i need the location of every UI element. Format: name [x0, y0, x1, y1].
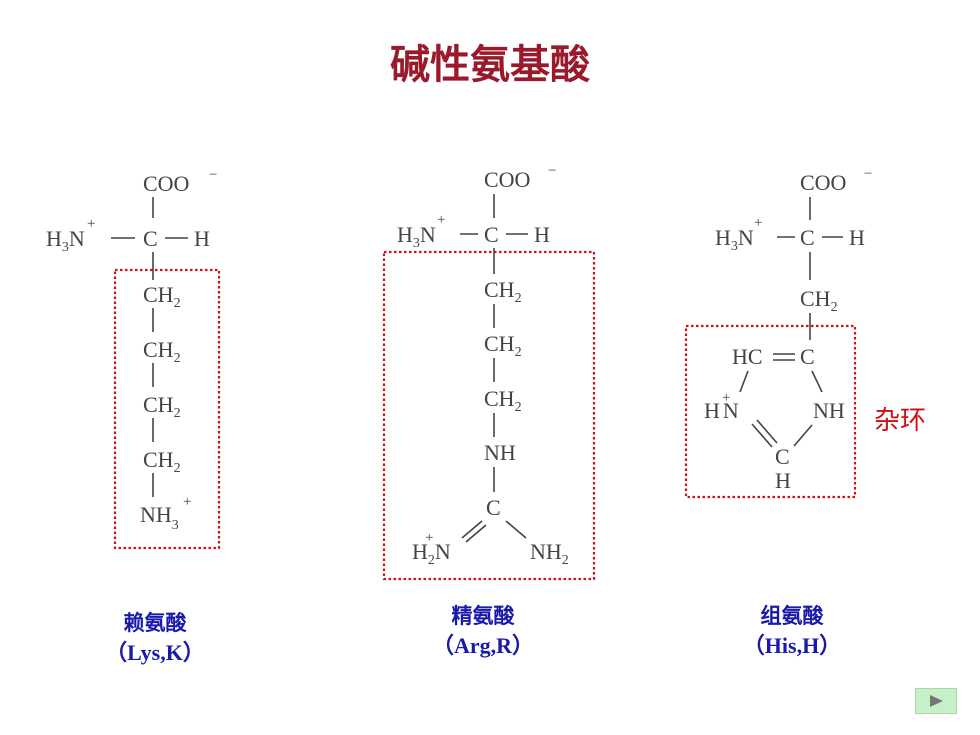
- play-icon: [930, 695, 943, 707]
- his-ring-hc: HC: [732, 344, 763, 369]
- his-n-charge: +: [754, 215, 762, 231]
- lysine-name: 赖氨酸: [123, 611, 187, 635]
- arginine-structure: COO − H3N + C H CH2 CH2 CH2 NH C H2N + N…: [382, 163, 596, 581]
- lys-ch2-3: CH2: [143, 392, 181, 421]
- histidine-label: 组氨酸 （His,H）: [692, 601, 892, 661]
- arg-h: H: [534, 222, 550, 247]
- slide-title: 碱性氨基酸: [390, 42, 590, 88]
- histidine-name: 组氨酸: [760, 604, 824, 628]
- arg-c-guanidino: C: [486, 495, 501, 520]
- arg-coo: COO: [484, 167, 530, 192]
- lys-nh3-charge: +: [183, 494, 191, 510]
- arginine-abbr: （Arg,R）: [431, 633, 535, 658]
- his-coo: COO: [800, 170, 846, 195]
- arg-nh2: NH2: [530, 539, 569, 568]
- lys-side-chain-box: [113, 268, 221, 550]
- histidine-abbr: （His,H）: [742, 633, 842, 658]
- lys-c-alpha: C: [143, 226, 158, 251]
- his-ring-c2: C: [775, 444, 790, 469]
- lys-n-charge: +: [87, 216, 95, 232]
- lysine-abbr: （Lys,K）: [105, 640, 205, 665]
- his-ring-c: C: [800, 344, 815, 369]
- arg-n-plus: +: [425, 530, 433, 546]
- next-slide-button[interactable]: [915, 688, 957, 714]
- his-ring-c2-h: H: [775, 468, 791, 493]
- lys-ch2-1: CH2: [143, 282, 181, 311]
- lys-coo-charge: −: [209, 167, 217, 183]
- lys-ch2-2: CH2: [143, 337, 181, 366]
- lys-h3n: H3N: [46, 226, 85, 255]
- arginine-label: 精氨酸 （Arg,R）: [383, 601, 583, 661]
- arg-ch2-1: CH2: [484, 277, 522, 306]
- arginine-name: 精氨酸: [451, 604, 515, 628]
- arg-coo-charge: −: [548, 163, 556, 179]
- arg-ch2-2: CH2: [484, 331, 522, 360]
- lysine-structure: COO − H3N + C H CH2 CH2 CH2 CH2 NH3 +: [46, 167, 221, 550]
- arg-h2n: H2N: [412, 539, 451, 568]
- arg-n-charge: +: [437, 212, 445, 228]
- his-h3n: H3N: [715, 225, 754, 254]
- lys-coo: COO: [143, 171, 189, 196]
- his-ch2: CH2: [800, 286, 838, 315]
- arg-side-chain-box: [382, 250, 596, 581]
- his-ring-n-charge: +: [722, 390, 730, 406]
- his-coo-charge: −: [864, 166, 872, 182]
- his-c-alpha: C: [800, 225, 815, 250]
- arg-ch2-3: CH2: [484, 386, 522, 415]
- his-ring-nh: NH: [813, 398, 845, 423]
- lys-nh3: NH3: [140, 502, 179, 533]
- lys-ch2-4: CH2: [143, 447, 181, 476]
- his-h: H: [849, 225, 865, 250]
- arg-h3n: H3N: [397, 222, 436, 251]
- arg-nh: NH: [484, 440, 516, 465]
- heterocycle-label: 杂环: [874, 406, 927, 436]
- lysine-label: 赖氨酸 （Lys,K）: [55, 608, 255, 668]
- lys-h: H: [194, 226, 210, 251]
- arg-c-alpha: C: [484, 222, 499, 247]
